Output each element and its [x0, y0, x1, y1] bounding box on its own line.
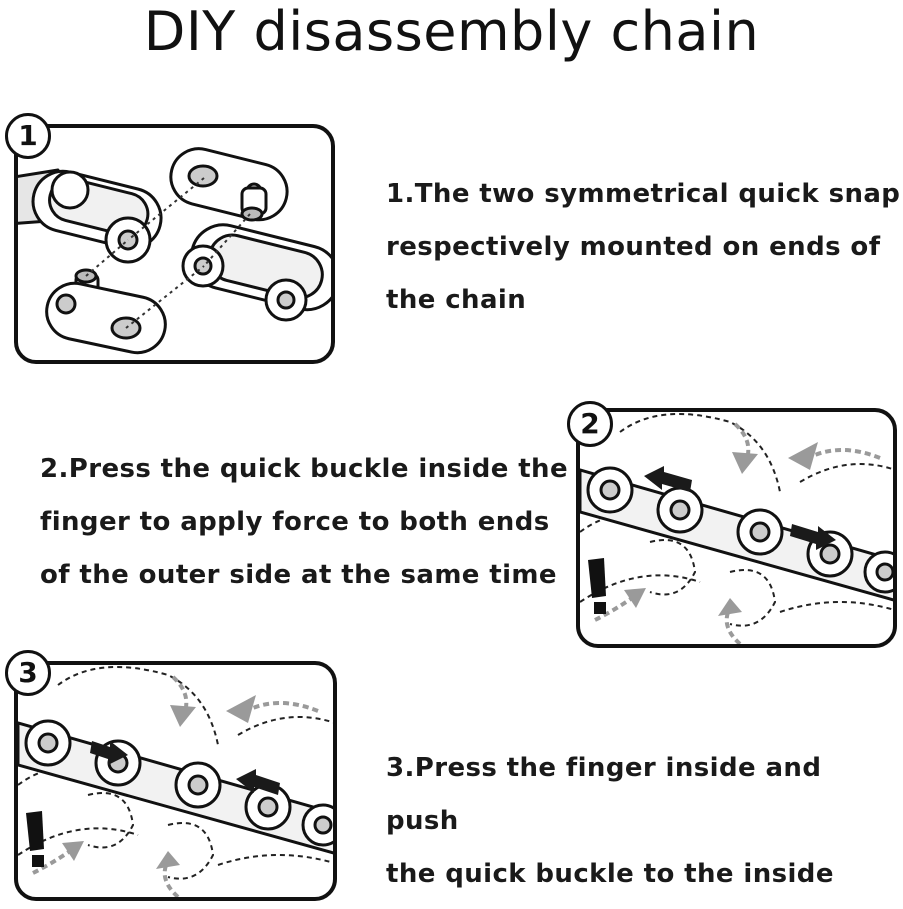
exclamation-icon: [26, 811, 44, 867]
illustration-step-3: [14, 661, 337, 901]
step-2-line-2: finger to apply force to both ends: [40, 507, 550, 537]
step-2-line-3: of the outer side at the same time: [40, 560, 557, 590]
step-2-description: 2.Press the quick buckle inside the fing…: [40, 443, 568, 602]
step-3-line-1: 3.Press the finger inside and push: [386, 753, 822, 836]
step-1-description: 1.The two symmetrical quick snap respect…: [386, 168, 900, 327]
step-3-description: 3.Press the finger inside and push the q…: [386, 742, 903, 901]
step-1-line-3: the chain: [386, 285, 527, 315]
push-buckle-illustration: [18, 666, 333, 897]
step-3-line-2: the quick buckle to the inside: [386, 859, 834, 889]
step-1-badge: 1: [5, 113, 51, 159]
quick-link-chain-illustration: [18, 147, 331, 355]
illustration-step-1: [14, 124, 335, 364]
step-3-badge: 3: [5, 650, 51, 696]
illustration-step-2: [576, 408, 897, 648]
step-2-line-1: 2.Press the quick buckle inside the: [40, 454, 568, 484]
step-1-line-1: 1.The two symmetrical quick snap: [386, 179, 901, 209]
step-2-badge: 2: [567, 401, 613, 447]
step-1-line-2: respectively mounted on ends of: [386, 232, 881, 262]
exclamation-icon: [588, 558, 606, 614]
press-buckle-illustration: [580, 413, 893, 644]
page-title: DIY disassembly chain: [143, 0, 760, 63]
